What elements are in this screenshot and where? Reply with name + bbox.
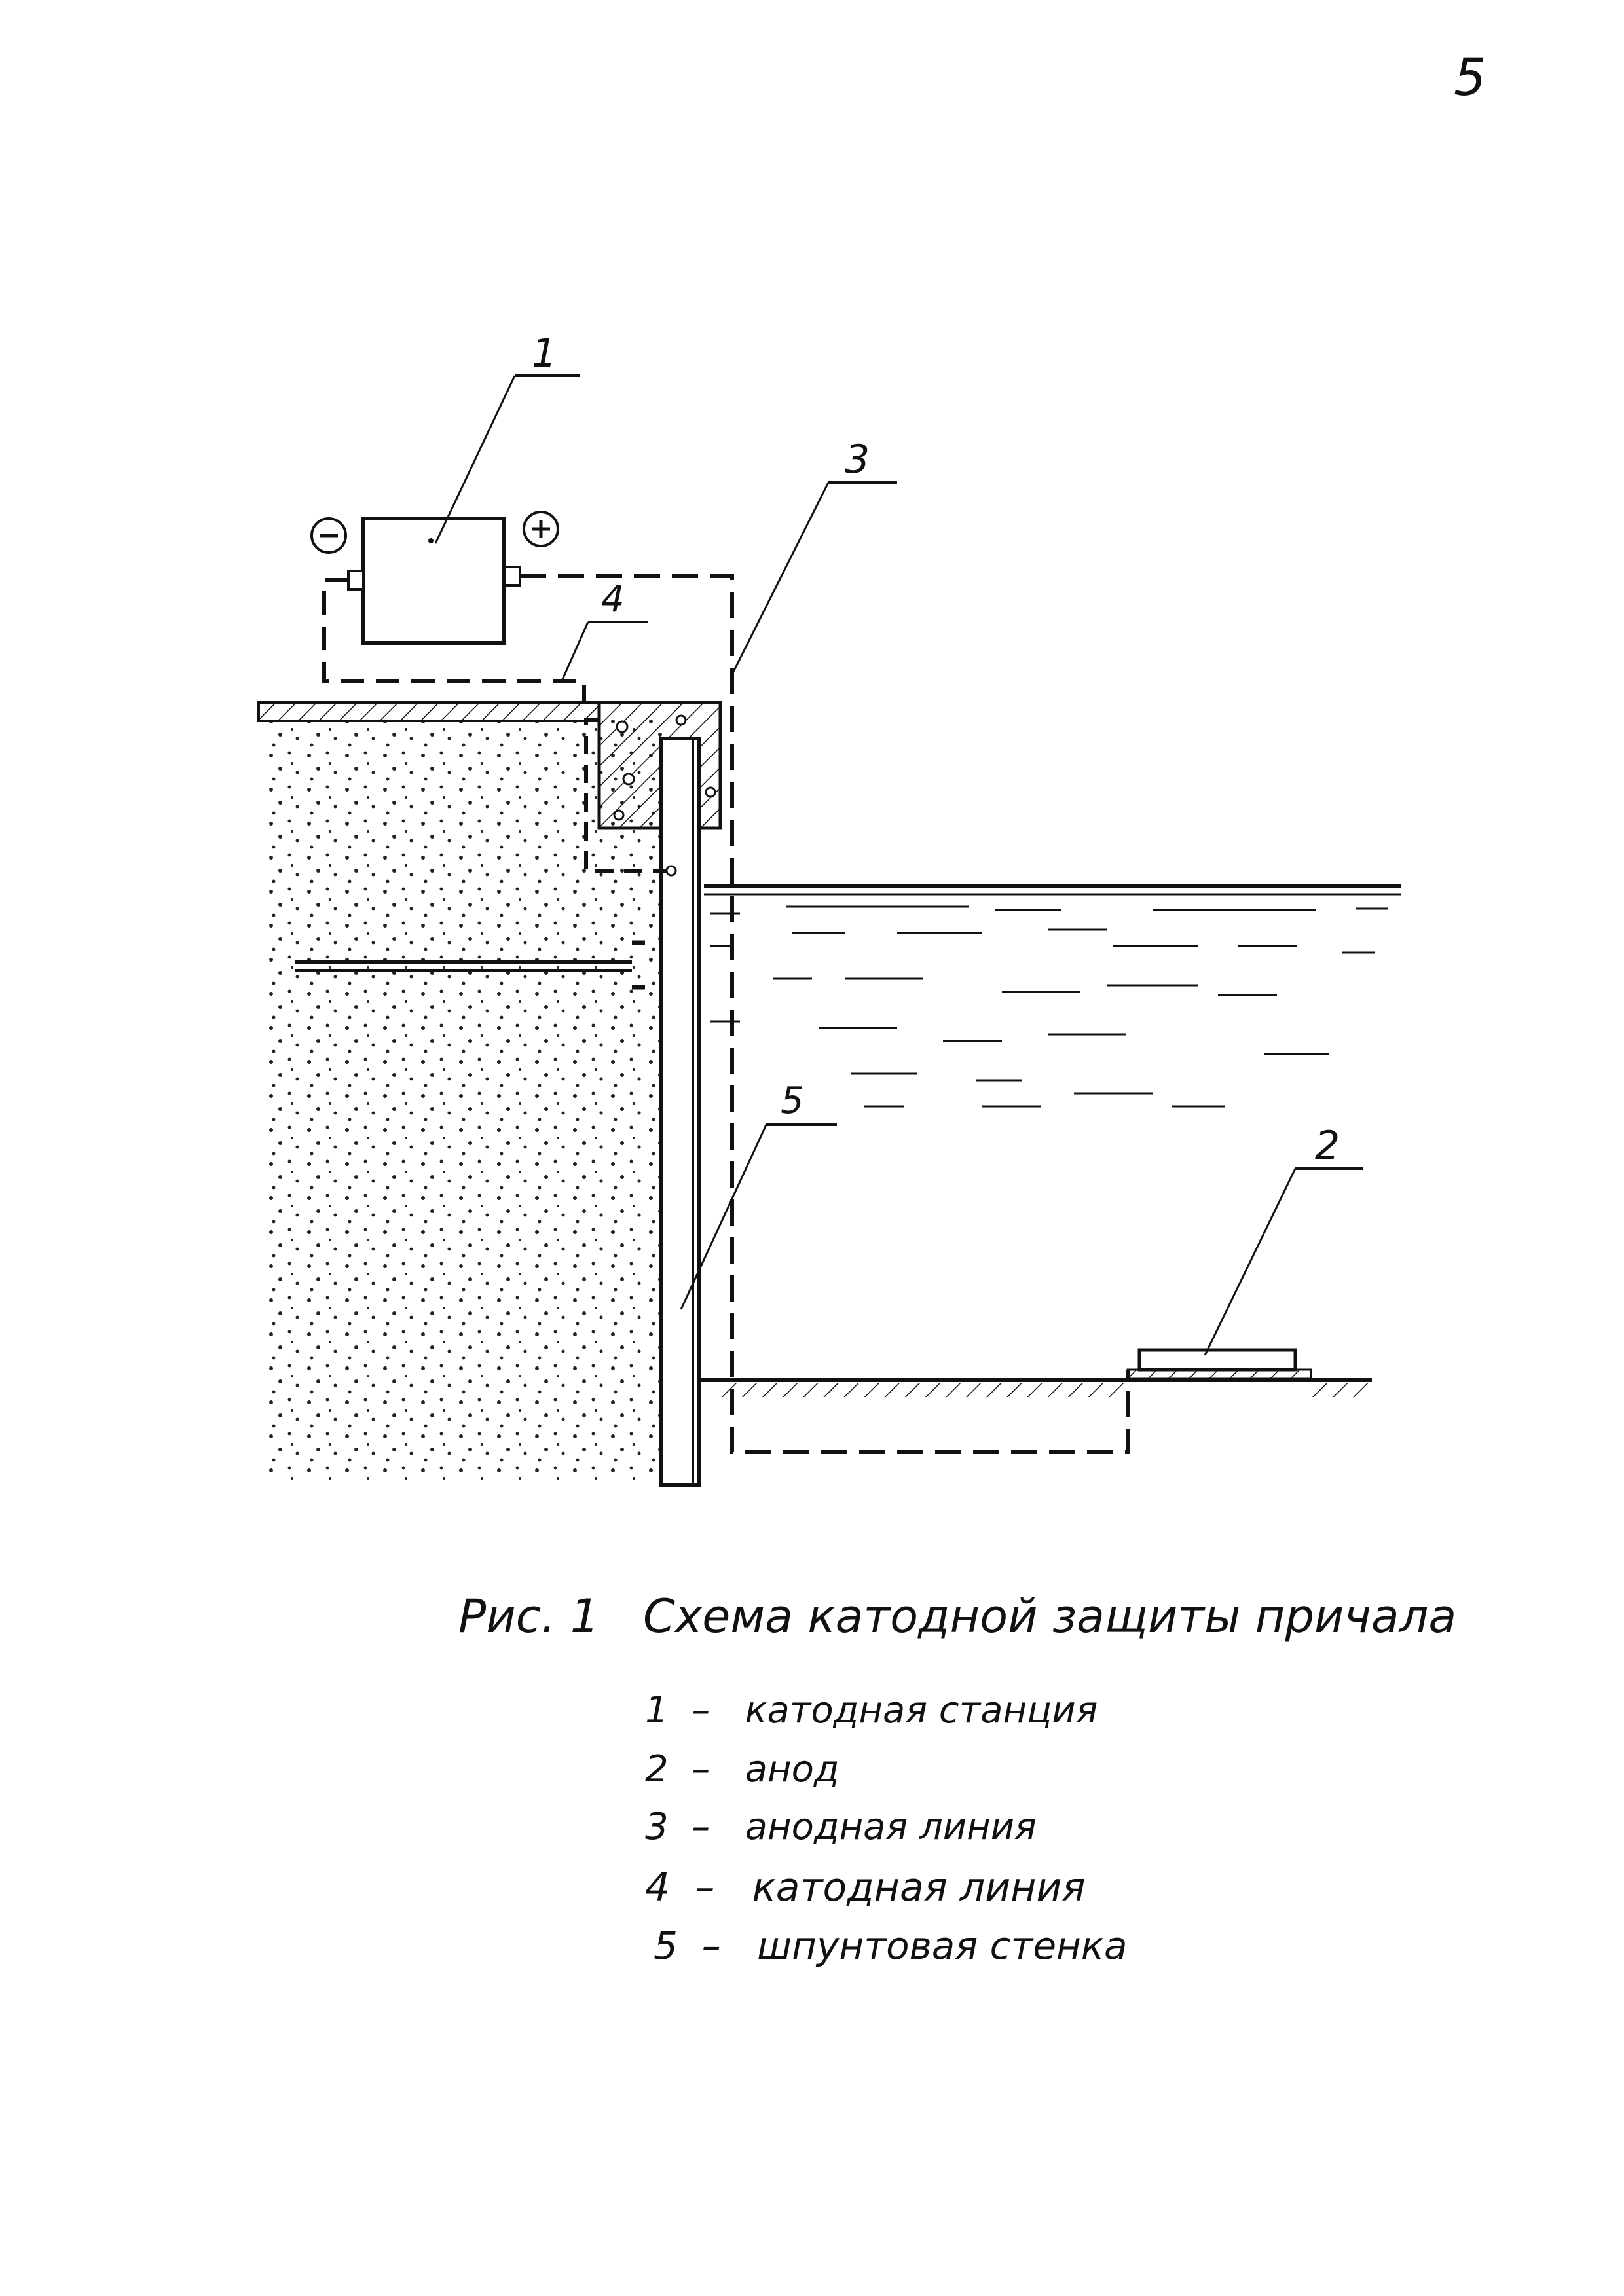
callout-3-label: 3: [845, 437, 870, 483]
sheet-pile-wall: [659, 737, 701, 1487]
figure-label: Рис. 1: [458, 1590, 600, 1643]
legend-text: анод: [745, 1748, 840, 1791]
callout-2-label: 2: [1315, 1123, 1340, 1169]
callout-5: 5: [680, 1080, 837, 1310]
callout-1-label: 1: [532, 331, 557, 376]
legend-text: катодная линия: [752, 1865, 1086, 1910]
legend-dash: –: [692, 1748, 710, 1791]
callout-1: 1: [434, 331, 580, 544]
legend-dash: –: [701, 1923, 721, 1968]
legend-number: 5: [654, 1923, 678, 1968]
legend-text: катодная станция: [745, 1689, 1098, 1732]
legend-number: 2: [645, 1748, 669, 1791]
callout-4: 4: [561, 578, 648, 682]
water-surface: [704, 884, 1401, 896]
legend-dash: –: [692, 1806, 710, 1848]
cathodic-station: [347, 517, 521, 645]
soil-backfill: [262, 720, 668, 1480]
deck-slab: [257, 701, 600, 722]
tie-rod: [295, 940, 645, 990]
legend-number: 3: [645, 1806, 669, 1848]
callout-5-label: 5: [781, 1080, 804, 1122]
legend-item: 5 – шпунтовая стенка: [654, 1923, 1128, 1968]
legend-text: анодная линия: [745, 1806, 1037, 1848]
water-body: [710, 905, 1388, 1108]
figure-title: Схема катодной защиты причала: [643, 1590, 1457, 1643]
anode: [1126, 1348, 1312, 1380]
callout-2: 2: [1204, 1123, 1363, 1356]
legend-item: 1 – катодная станция: [645, 1689, 1098, 1732]
legend-item: 3 – анодная линия: [645, 1806, 1037, 1848]
seabed: [699, 1378, 1372, 1397]
cathode-line-to-pile: [584, 718, 667, 873]
plus-terminal-icon: [523, 511, 559, 547]
page-number: 5: [1454, 48, 1486, 107]
legend-dash: –: [692, 1689, 710, 1732]
cathode-connection-point: [665, 865, 677, 877]
legend-item: 4 – катодная линия: [645, 1865, 1086, 1910]
anode-line: [520, 574, 1130, 1454]
legend-item: 2 – анод: [645, 1748, 840, 1791]
legend-dash: –: [695, 1865, 715, 1910]
callout-3: 3: [731, 437, 897, 675]
legend-text: шпунтовая стенка: [757, 1923, 1128, 1968]
legend-number: 1: [645, 1689, 669, 1732]
callout-4-label: 4: [601, 578, 625, 621]
cathode-line: [322, 578, 586, 702]
minus-terminal-icon: [310, 517, 347, 554]
legend-number: 4: [645, 1865, 671, 1910]
